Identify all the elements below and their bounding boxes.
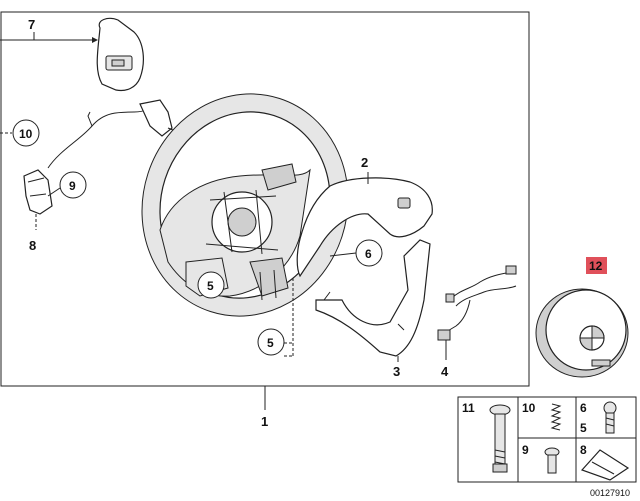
- hardware-legend: 11 10 6 5 9 8: [457, 396, 637, 483]
- svg-text:6: 6: [365, 247, 372, 261]
- svg-text:10: 10: [19, 127, 33, 141]
- part-8-switch: [23, 169, 53, 230]
- callout-8[interactable]: 8: [29, 238, 36, 253]
- part-2-trim-cover: [296, 172, 433, 278]
- callout-9[interactable]: 9: [47, 171, 87, 199]
- callout-12[interactable]: 12: [586, 257, 607, 274]
- svg-text:2: 2: [361, 155, 368, 170]
- callout-5-wheel[interactable]: 5: [197, 271, 225, 299]
- svg-text:6: 6: [580, 401, 587, 415]
- part-4-wiring: [437, 265, 517, 360]
- svg-text:11: 11: [462, 401, 475, 415]
- svg-text:4: 4: [441, 364, 449, 379]
- svg-text:5: 5: [267, 336, 274, 350]
- callout-1[interactable]: 1: [261, 386, 268, 429]
- callout-6[interactable]: 6: [329, 239, 383, 267]
- callout-2[interactable]: 2: [361, 155, 368, 170]
- svg-text:8: 8: [580, 443, 587, 457]
- part-3-lower-trim: [315, 239, 431, 362]
- callout-10[interactable]: 10: [0, 119, 40, 147]
- part-1-steering-wheel: [141, 93, 349, 317]
- svg-text:3: 3: [393, 364, 400, 379]
- svg-text:5: 5: [580, 421, 587, 435]
- svg-text:1: 1: [261, 414, 268, 429]
- svg-text:8: 8: [29, 238, 36, 253]
- svg-text:5: 5: [207, 279, 214, 293]
- callout-4[interactable]: 4: [441, 364, 449, 379]
- part-7-cover: [96, 17, 144, 92]
- doc-number: 00127910: [590, 488, 630, 498]
- svg-text:9: 9: [522, 443, 529, 457]
- svg-text:9: 9: [69, 179, 76, 193]
- svg-text:10: 10: [522, 401, 536, 415]
- callout-5-lower[interactable]: 5: [257, 278, 294, 357]
- svg-text:7: 7: [28, 17, 35, 32]
- callout-3[interactable]: 3: [393, 364, 400, 379]
- svg-text:12: 12: [589, 259, 603, 273]
- part-12-airbag: [535, 288, 629, 378]
- callout-7[interactable]: 7: [0, 17, 98, 43]
